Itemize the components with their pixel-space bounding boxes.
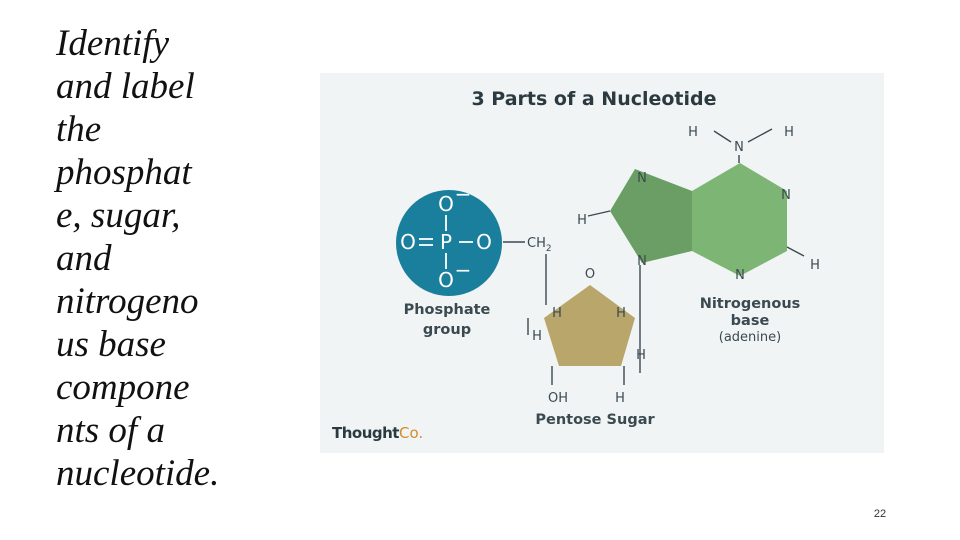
atom-h: H [532, 329, 542, 344]
atom-o: O [438, 192, 454, 216]
atom-h: H [616, 306, 626, 321]
base-pyrimidine-ring [692, 163, 787, 276]
atom-h: H [688, 125, 698, 140]
instruction-line: Identify [56, 23, 170, 64]
atom-h: H [810, 258, 820, 273]
diagram-title: 3 Parts of a Nucleotide [471, 88, 716, 110]
base-sublabel: (adenine) [719, 330, 781, 345]
brand-logo-part: Thought [332, 424, 399, 442]
instruction-text: Identify and label the phosphat e, sugar… [56, 22, 261, 495]
atom-ch-text: CH [527, 236, 546, 251]
subscript: 2 [546, 244, 552, 254]
instruction-line: nts of a [56, 410, 165, 451]
instruction-line: compone [56, 367, 190, 408]
bond [747, 128, 773, 143]
atom-o: O [476, 230, 492, 254]
phosphate-bonds [419, 215, 473, 269]
brand-logo: ThoughtCo. [332, 424, 423, 442]
instruction-line: e, sugar, [56, 195, 181, 236]
sugar-label: Pentose Sugar [535, 412, 655, 428]
atom-h: H [784, 125, 794, 140]
atom-o: O [438, 268, 454, 292]
base-bonds [587, 128, 805, 373]
atom-h: H [552, 306, 562, 321]
atom-n: N [781, 188, 791, 203]
atom-n: N [637, 254, 647, 269]
instruction-line: nucleotide. [56, 453, 220, 494]
charge-label: − [455, 258, 472, 282]
instruction-line: nitrogeno [56, 281, 199, 322]
base-label: Nitrogenous [700, 296, 801, 312]
atom-p: P [440, 230, 452, 254]
instruction-line: the [56, 109, 102, 150]
page-number: 22 [873, 508, 887, 520]
atom-o: O [585, 267, 595, 282]
instruction-line: phosphat [56, 152, 192, 193]
atom-h: H [615, 391, 625, 406]
atom-n: N [735, 268, 745, 283]
bond [713, 130, 732, 143]
atom-n: N [637, 171, 647, 186]
atom-oh: OH [548, 391, 568, 406]
sugar-pentagon [544, 285, 635, 366]
brand-logo-part: Co. [399, 424, 423, 442]
atom-ch: CH2 [527, 236, 552, 254]
base-label: base [731, 313, 770, 329]
phosphate-label: Phosphate [404, 302, 491, 318]
bond [587, 210, 611, 217]
atom-o: O [400, 230, 416, 254]
phosphate-circle [396, 190, 502, 296]
base-imidazole-ring [610, 169, 692, 263]
instruction-line: and [56, 238, 112, 279]
nucleotide-diagram-svg: 3 Parts of a Nucleotide N H H N H N N N … [320, 73, 884, 453]
bond [786, 246, 805, 257]
phosphate-label: group [423, 322, 471, 338]
instruction-line: and label [56, 66, 195, 107]
sugar-bonds [527, 318, 625, 385]
atom-n: N [734, 140, 744, 155]
atom-h: H [636, 348, 646, 363]
atom-h: H [577, 213, 587, 228]
charge-label: − [455, 182, 472, 206]
nucleotide-diagram: 3 Parts of a Nucleotide N H H N H N N N … [320, 73, 884, 453]
instruction-line: us base [56, 324, 166, 365]
